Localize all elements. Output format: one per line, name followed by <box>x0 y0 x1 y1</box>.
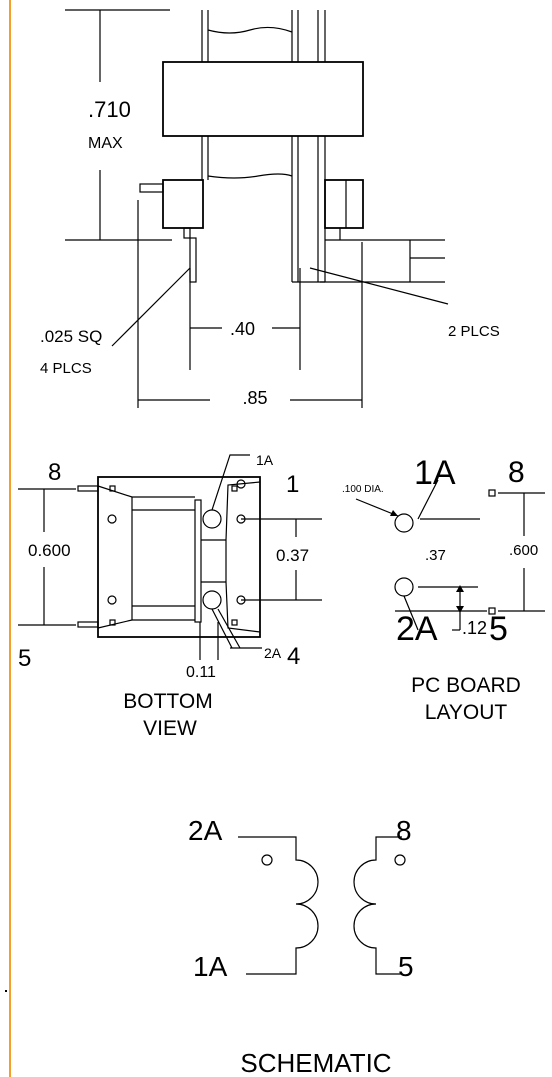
schematic-label-8: 8 <box>396 815 412 846</box>
pcb-label-5: 5 <box>489 610 508 648</box>
tab-label-1a: 1A <box>256 452 274 468</box>
polarity-dot-right <box>394 854 406 866</box>
tab-hole-2a <box>202 590 222 610</box>
pcb-tab-spacing: .37 <box>425 547 446 564</box>
pc-board-layout: 1A 8 2A 5 .100 DIA. .37 .600 .12 PC BOAR… <box>342 454 545 724</box>
tab-count: 2 PLCS <box>448 323 500 340</box>
pcb-caption-1: PC BOARD <box>411 674 521 697</box>
schematic-label-1a: 1A <box>193 951 228 982</box>
pin-count: 4 PLCS <box>40 360 92 377</box>
tab-hole-1a <box>202 509 222 529</box>
schematic: 2A 8 1A 5 SCHEMATIC <box>188 815 414 1077</box>
pin-size: .025 SQ <box>40 327 102 346</box>
schematic-label-5: 5 <box>398 951 414 982</box>
height-note: MAX <box>88 135 123 152</box>
pin-label-8: 8 <box>48 459 61 486</box>
secondary-winding <box>353 836 402 975</box>
pcb-hole-1a <box>394 513 414 533</box>
terminal-block-right <box>324 179 364 229</box>
pin-spacing: .40 <box>230 319 255 339</box>
transformer-body <box>162 61 364 137</box>
side-view: .710 MAX .025 SQ 4 PLCS .40 2 PLCS .85 <box>40 9 500 408</box>
hole-size: .100 DIA. <box>342 484 384 495</box>
pcb-label-8: 8 <box>508 456 525 489</box>
pcb-caption-2: LAYOUT <box>425 701 508 724</box>
pcb-label-1a: 1A <box>414 454 456 492</box>
tab-offset: 0.11 <box>186 664 216 681</box>
tab-spacing: 0.37 <box>276 546 309 565</box>
pcb-label-2a: 2A <box>396 610 438 648</box>
overall-width: .85 <box>242 388 267 408</box>
bottom-view-caption-1: BOTTOM <box>123 690 212 713</box>
pin-label-4: 4 <box>287 643 300 670</box>
pcb-row-spacing: .600 <box>509 542 538 559</box>
pcb-tab-offset: .12 <box>462 618 487 638</box>
schematic-caption: SCHEMATIC <box>240 1048 391 1077</box>
pcb-hole-2a <box>394 577 414 597</box>
bobbin-outline <box>97 476 261 638</box>
height-value: .710 <box>88 97 131 122</box>
bottom-view-caption-2: VIEW <box>143 717 197 740</box>
row-spacing: 0.600 <box>28 541 71 560</box>
pin-label-1: 1 <box>286 471 299 498</box>
polarity-dot-left <box>261 854 273 866</box>
primary-winding <box>238 836 319 975</box>
bottom-view: 8 1 5 4 1A 2A 0.600 0.37 0.11 BOTTOM VIE… <box>18 452 322 740</box>
tab-label-2a: 2A <box>264 645 282 661</box>
terminal-block-left <box>162 179 204 229</box>
schematic-label-2a: 2A <box>188 815 223 846</box>
pin-label-5: 5 <box>18 645 31 672</box>
